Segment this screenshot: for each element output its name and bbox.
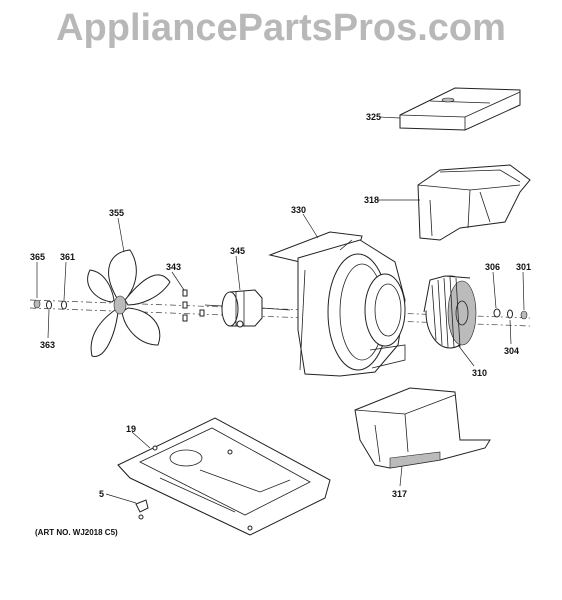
callout-306: 306 xyxy=(485,262,500,272)
part-5-bracket[interactable] xyxy=(135,499,149,520)
leader-lines xyxy=(36,116,525,504)
part-330-fan-shroud[interactable] xyxy=(268,231,406,377)
part-363-washer[interactable] xyxy=(46,300,52,310)
part-361-clip[interactable] xyxy=(61,300,67,310)
part-325-top-cover[interactable] xyxy=(399,87,521,131)
callout-325: 325 xyxy=(366,112,381,122)
part-318-upper-shroud[interactable] xyxy=(417,164,531,241)
part-310-blower-wheel[interactable] xyxy=(423,275,477,349)
callout-301: 301 xyxy=(516,262,531,272)
part-345-motor[interactable] xyxy=(204,289,291,328)
part-301-nut[interactable] xyxy=(520,310,528,320)
callout-363: 363 xyxy=(40,340,55,350)
callout-365: 365 xyxy=(30,252,45,262)
part-306-washer[interactable] xyxy=(493,308,501,318)
part-304-clip[interactable] xyxy=(507,309,513,319)
callout-310: 310 xyxy=(472,368,487,378)
callout-361: 361 xyxy=(60,252,75,262)
part-19-base-pan[interactable] xyxy=(117,417,331,536)
callout-355: 355 xyxy=(109,208,124,218)
part-343-motor-mount-hardware[interactable] xyxy=(182,289,205,322)
callout-318: 318 xyxy=(364,195,379,205)
callout-5: 5 xyxy=(99,489,104,499)
callout-304: 304 xyxy=(504,346,519,356)
callout-317: 317 xyxy=(392,489,407,499)
callout-19: 19 xyxy=(126,424,136,434)
callout-345: 345 xyxy=(230,246,245,256)
site-watermark: AppliancePartsPros.com xyxy=(56,7,506,49)
callout-343: 343 xyxy=(166,262,181,272)
art-number-label: (ART NO. WJ2018 C5) xyxy=(35,528,118,537)
part-317-lower-shroud[interactable] xyxy=(354,387,491,469)
part-365-nut[interactable] xyxy=(33,299,41,309)
callout-330: 330 xyxy=(291,205,306,215)
part-355-condenser-fan[interactable] xyxy=(87,249,171,357)
